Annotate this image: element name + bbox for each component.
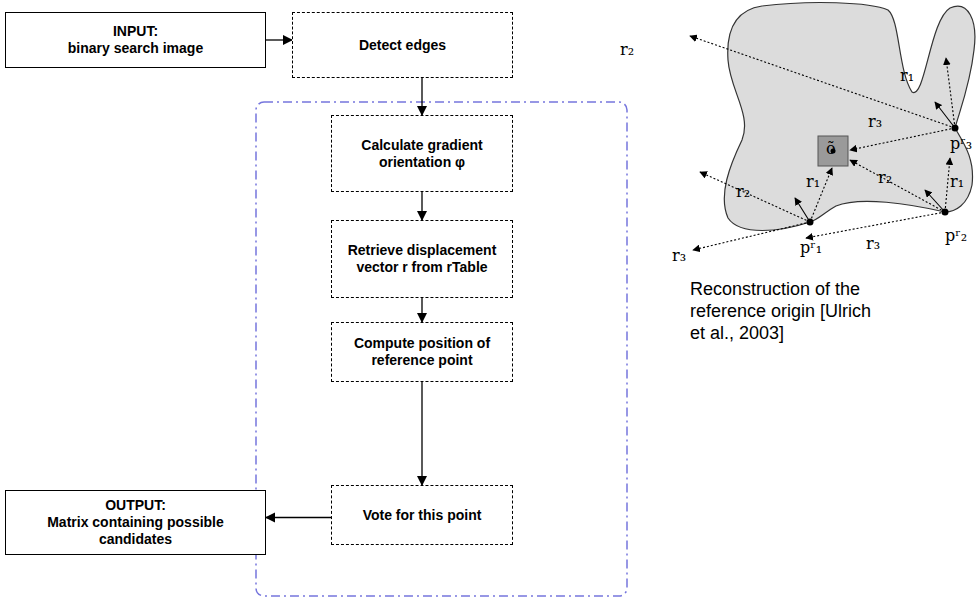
vector-label: r₂ — [736, 182, 750, 201]
flow-arrow — [421, 382, 422, 485]
box-text: Detect edges — [359, 37, 446, 54]
process-box: Retrieve displacement vector r from rTab… — [331, 220, 513, 298]
vector-label: r₁ — [900, 66, 914, 85]
input-box: INPUT:binary search image — [5, 12, 266, 68]
output-box: OUTPUT:Matrix containing possible candid… — [5, 490, 266, 555]
vector-label: r₂ — [878, 168, 892, 187]
vector-label: r₃ — [866, 234, 880, 253]
process-box: Vote for this point — [331, 485, 513, 545]
process-box: Detect edges — [292, 12, 513, 78]
origin-box — [818, 136, 848, 166]
normal-arrows — [795, 102, 955, 222]
vector-label: r₃ — [672, 246, 686, 265]
box-heading: INPUT: — [113, 23, 158, 40]
process-box: Calculate gradient orientation φ — [331, 115, 513, 192]
box-text: Matrix containing possible candidates — [14, 514, 257, 548]
origin-label: õ — [826, 139, 836, 158]
process-box: Compute position of reference point — [331, 322, 513, 382]
box-text: Retrieve displacement vector r from rTab… — [340, 242, 504, 276]
flow-arrow — [421, 78, 422, 115]
flow-arrow — [421, 298, 422, 322]
box-text: Vote for this point — [363, 507, 482, 524]
flow-arrow — [421, 192, 422, 220]
flow-arrow — [266, 39, 292, 40]
box-heading: OUTPUT: — [105, 497, 166, 514]
point-label: pʳ₂ — [945, 226, 967, 245]
group-frame — [256, 102, 627, 596]
box-text: Calculate gradient orientation φ — [340, 137, 504, 171]
shape-outline — [724, 3, 975, 231]
points — [807, 125, 959, 226]
vector-lines — [690, 36, 955, 250]
vector-label: r₃ — [868, 112, 882, 131]
vector-label: r₁ — [806, 172, 820, 191]
box-text: binary search image — [68, 40, 203, 57]
vector-label: r₁ — [950, 172, 964, 191]
box-text: Compute position of reference point — [340, 335, 504, 369]
point-label: pʳ₁ — [800, 238, 822, 257]
point-label: pʳ₃ — [950, 134, 972, 153]
caption-text: Reconstruction of the reference origin [… — [690, 278, 890, 344]
flow-arrow — [266, 517, 331, 518]
vector-label: r₂ — [620, 40, 634, 59]
